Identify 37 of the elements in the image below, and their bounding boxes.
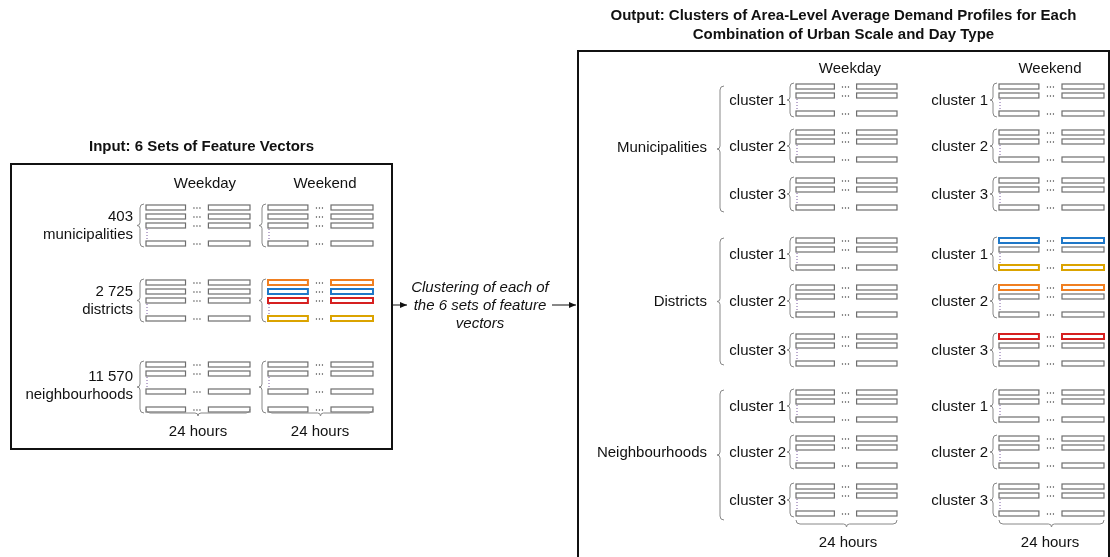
cluster-label: cluster 3 <box>729 491 786 509</box>
column-header: Weekday <box>173 174 237 192</box>
panel-title: Input: 6 Sets of Feature Vectors <box>87 136 316 155</box>
group-label: Neighbourhoods <box>596 443 707 461</box>
row-label: 2 725 districts <box>81 282 133 318</box>
cluster-label: cluster 3 <box>729 341 786 359</box>
axis-label: 24 hours <box>1020 533 1080 551</box>
group-label: Districts <box>653 292 707 310</box>
arrow <box>392 302 408 308</box>
cluster-label: cluster 1 <box>931 91 988 109</box>
group-label: Municipalities <box>616 138 707 156</box>
axis-label: 24 hours <box>168 422 228 440</box>
cluster-label: cluster 2 <box>729 292 786 310</box>
process-text: Clustering of each of the 6 sets of feature vectors <box>408 278 552 332</box>
axis-label: 24 hours <box>818 533 878 551</box>
column-header: Weekend <box>293 174 357 192</box>
column-header: Weekday <box>818 59 882 77</box>
panel-title: Output: Clusters of Area-Level Average Demand Profiles for Each Combination of Urban Scale and Day Type <box>609 5 1078 43</box>
column-header: Weekend <box>1018 59 1082 77</box>
cluster-label: cluster 2 <box>729 137 786 155</box>
cluster-label: cluster 3 <box>729 185 786 203</box>
cluster-label: cluster 1 <box>729 91 786 109</box>
cluster-label: cluster 1 <box>729 397 786 415</box>
cluster-label: cluster 2 <box>931 443 988 461</box>
row-label: 403 municipalities <box>41 207 133 243</box>
cluster-label: cluster 3 <box>931 341 988 359</box>
axis-label: 24 hours <box>290 422 350 440</box>
cluster-label: cluster 2 <box>931 137 988 155</box>
cluster-label: cluster 3 <box>931 491 988 509</box>
row-label: 11 570 neighbourhoods <box>24 367 133 403</box>
cluster-label: cluster 1 <box>931 245 988 263</box>
cluster-label: cluster 2 <box>729 443 786 461</box>
cluster-label: cluster 3 <box>931 185 988 203</box>
cluster-label: cluster 1 <box>931 397 988 415</box>
arrow <box>551 302 577 308</box>
cluster-label: cluster 2 <box>931 292 988 310</box>
cluster-label: cluster 1 <box>729 245 786 263</box>
